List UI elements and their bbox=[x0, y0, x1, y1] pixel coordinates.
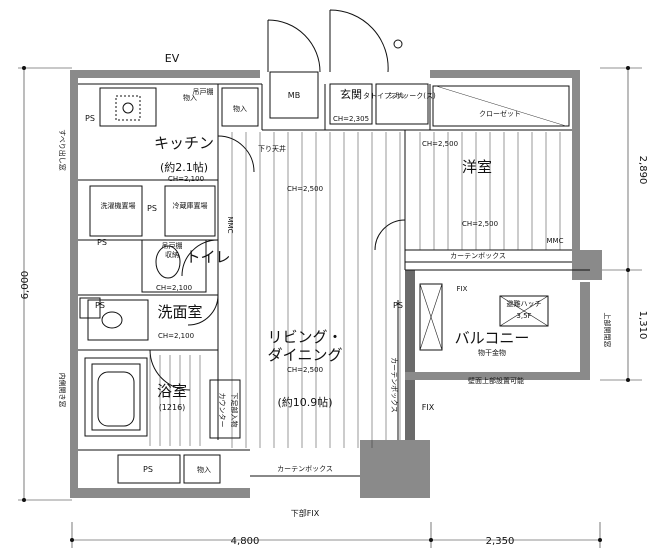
laundry-label: 洗濯機置場 bbox=[101, 201, 136, 210]
toilet-name: トイレ bbox=[185, 248, 230, 266]
balcony-fix: FIX bbox=[457, 285, 468, 293]
mb-label: MB bbox=[288, 91, 300, 100]
western-ch-upper: CH=2,500 bbox=[422, 140, 458, 148]
ps-label-6: PS bbox=[393, 301, 403, 310]
kitchen-name: キッチン bbox=[154, 134, 214, 152]
entrance-ch: CH=2,305 bbox=[333, 115, 369, 123]
curtain-box-vertical: カーテンボックス bbox=[390, 357, 398, 413]
ps-label-1: PS bbox=[85, 114, 95, 123]
toilet-cabinet: 吊戸棚 bbox=[162, 241, 183, 250]
curtain-box-top: カーテンボックス bbox=[450, 252, 506, 260]
washroom-name: 洗面室 bbox=[157, 303, 202, 321]
side-window-label: すべり出し窓 bbox=[58, 129, 67, 171]
tall-cabinet-label: タトイプブル bbox=[363, 91, 405, 100]
storage-top-label: 物入 bbox=[233, 104, 247, 113]
living-name-line1: リビング・ bbox=[267, 328, 342, 346]
fix-label: FIX bbox=[422, 403, 435, 412]
dim-bottom-left: 4,800 bbox=[231, 536, 260, 547]
fixtures bbox=[97, 39, 549, 427]
living-name-line2: ダイニング bbox=[267, 346, 342, 364]
mmc-label-1: MMC bbox=[226, 217, 234, 234]
lowered-ceiling-label: 下り天井 bbox=[258, 144, 286, 153]
kitchen-overhead: 吊戸棚 bbox=[193, 87, 214, 96]
bath-name: 浴室 bbox=[157, 382, 187, 400]
closet-label: クローゼット bbox=[479, 109, 521, 118]
living-ch-lower: CH=2,500 bbox=[287, 366, 323, 374]
kitchen-storage: 物入 bbox=[183, 93, 197, 102]
toilet-ch: CH=2,100 bbox=[156, 284, 192, 292]
living-storage: 下足部入物 bbox=[230, 393, 239, 428]
outer-walls bbox=[70, 70, 602, 498]
shoe-box-label: シボッーク(ス) bbox=[388, 92, 436, 100]
western-name: 洋室 bbox=[462, 158, 492, 176]
mmc-label-2: MMC bbox=[547, 237, 564, 245]
dim-bottom-right: 2,350 bbox=[486, 536, 515, 547]
dim-right-upper: 2,890 bbox=[637, 156, 648, 185]
ps-label-4: PS bbox=[95, 301, 105, 310]
ev-label: EV bbox=[165, 52, 180, 65]
lower-fix-label: 下部FIX bbox=[291, 508, 320, 518]
kitchen-ch: CH=2,100 bbox=[168, 175, 204, 183]
kitchen-size: (約2.1帖) bbox=[160, 160, 208, 174]
sliding-small-label: 上部開閉窓 bbox=[603, 313, 612, 348]
evac-hatch-line2: 3,5F bbox=[516, 312, 531, 320]
interior-walls bbox=[78, 71, 590, 484]
dim-left-total: 6,000 bbox=[20, 271, 31, 300]
install-note: 壁面上部設置可能 bbox=[468, 376, 524, 385]
bath-size: (1216) bbox=[159, 403, 186, 412]
ps-label-2: PS bbox=[147, 204, 157, 213]
ps-label-3: PS bbox=[97, 238, 107, 247]
curtain-box-bottom: カーテンボックス bbox=[277, 465, 333, 473]
dim-right-lower: 1,310 bbox=[637, 311, 648, 340]
balcony-name: バルコニー bbox=[455, 329, 530, 347]
curtain-box-lines bbox=[250, 261, 572, 477]
toilet-shelf: 収納 bbox=[165, 250, 179, 259]
western-ch-lower: CH=2,500 bbox=[462, 220, 498, 228]
living-ch-upper: CH=2,500 bbox=[287, 185, 323, 193]
washroom-ch: CH=2,100 bbox=[158, 332, 194, 340]
living-size: (約10.9帖) bbox=[277, 395, 332, 409]
counter-label: カウンター bbox=[218, 393, 227, 428]
storage-bottom-label: 物入 bbox=[197, 465, 211, 474]
balcony-dryer: 物干金物 bbox=[478, 348, 506, 357]
fridge-label: 冷蔵庫置場 bbox=[173, 201, 208, 210]
evac-hatch-line1: 避難ハッチ bbox=[507, 299, 542, 308]
dimension-lines bbox=[18, 66, 642, 548]
inner-window-label: 内側開き窓 bbox=[58, 373, 67, 408]
living-floor-boards bbox=[149, 85, 567, 448]
ps-label-5: PS bbox=[143, 465, 153, 474]
entrance-label: 玄関 bbox=[340, 87, 362, 101]
